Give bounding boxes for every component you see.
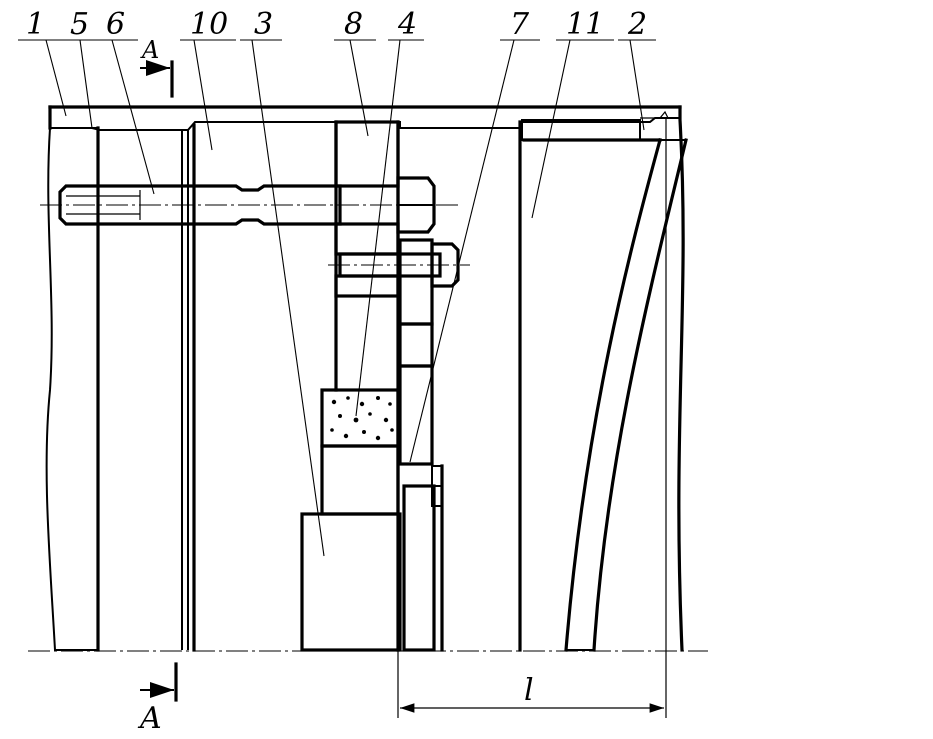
part-labels: 1 5 6 10 3 8 4 7 11 2 bbox=[26, 7, 647, 42]
nut-on-bolt-6 bbox=[396, 176, 436, 234]
porous-dots bbox=[330, 396, 394, 441]
leader-lines bbox=[18, 39, 656, 557]
section-label-bottom: A bbox=[137, 701, 162, 736]
label-3: 3 bbox=[254, 7, 273, 42]
label-4: 4 bbox=[397, 7, 417, 42]
section-marker-top: A bbox=[140, 36, 174, 98]
vertical-part-11 bbox=[518, 120, 662, 652]
label-2: 2 bbox=[627, 7, 647, 42]
label-11: 11 bbox=[566, 7, 604, 42]
label-8: 8 bbox=[344, 7, 363, 42]
right-outer-wall bbox=[665, 105, 685, 718]
column-part-7 bbox=[398, 238, 444, 652]
label-7: 7 bbox=[510, 7, 530, 42]
inner-wall-part-5 bbox=[181, 123, 196, 652]
plate-part-8 bbox=[334, 120, 400, 652]
left-wall-part-1 bbox=[45, 126, 100, 652]
label-6: 6 bbox=[106, 7, 125, 42]
bolt-part-6 bbox=[40, 184, 460, 226]
section-label-top: A bbox=[140, 36, 159, 64]
porous-element-part-4 bbox=[320, 388, 400, 516]
section-marker-bottom: A bbox=[137, 662, 178, 736]
dimension-l: l bbox=[397, 650, 664, 718]
block-part-3 bbox=[300, 512, 402, 652]
curved-shell bbox=[564, 138, 688, 652]
label-5: 5 bbox=[70, 7, 89, 42]
label-1: 1 bbox=[26, 7, 45, 42]
bracket-part-2 bbox=[521, 110, 669, 141]
label-10: 10 bbox=[190, 7, 228, 42]
dimension-label: l bbox=[524, 673, 534, 708]
